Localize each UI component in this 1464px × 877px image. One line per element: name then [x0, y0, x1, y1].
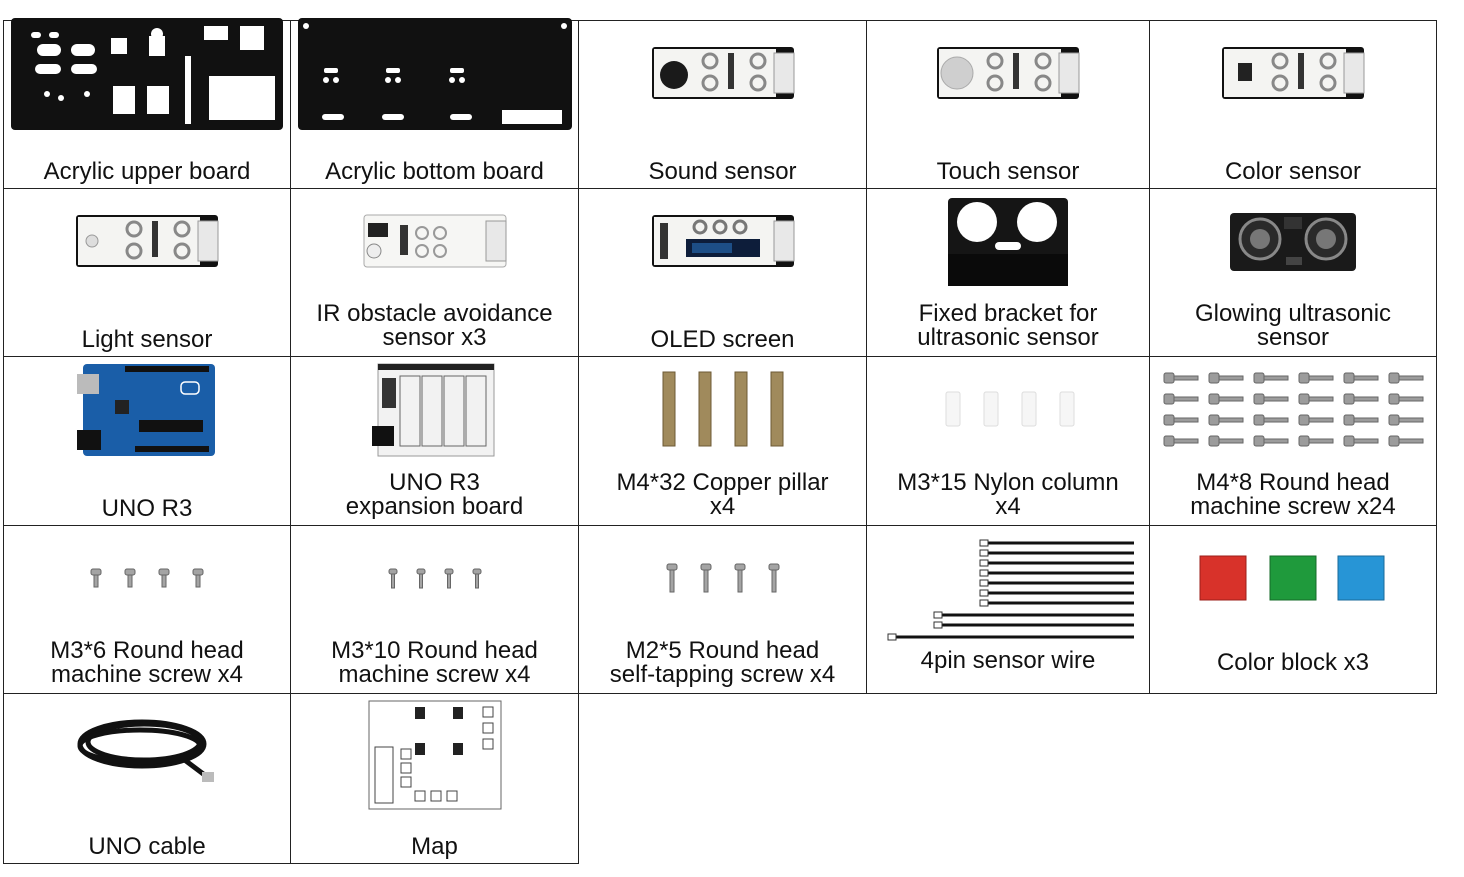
m4-screws-image — [1150, 357, 1436, 463]
m3x10-screws-image — [291, 526, 578, 631]
uno-cable-image — [4, 694, 290, 801]
part-cell-ultrasonic-sensor: Glowing ultrasonic sensor — [1149, 188, 1437, 357]
part-label: OLED screen — [650, 326, 795, 353]
part-cell-acrylic-bottom-board: Acrylic bottom board — [290, 17, 579, 189]
part-label: M4*8 Round head machine screw x24 — [1190, 469, 1396, 520]
part-cell-map: Map — [290, 693, 579, 864]
part-cell-color-sensor: Color sensor — [1149, 20, 1437, 189]
part-label: Color sensor — [1224, 158, 1362, 185]
part-label: Acrylic bottom board — [325, 158, 544, 185]
color-block-image — [1150, 526, 1436, 631]
part-cell-expansion-board: UNO R3 expansion board — [290, 356, 579, 526]
part-cell-bracket: Fixed bracket for ultrasonic sensor — [866, 188, 1150, 357]
part-label: Acrylic upper board — [43, 158, 251, 185]
map-image — [291, 694, 578, 815]
part-cell-uno-cable: UNO cable — [3, 693, 291, 864]
part-cell-acrylic-upper-board: Acrylic upper board — [3, 17, 291, 189]
uno-r3-image — [4, 357, 290, 463]
part-cell-uno-r3: UNO R3 — [3, 356, 291, 526]
part-cell-light-sensor: Light sensor — [3, 188, 291, 357]
part-label: M2*5 Round head self-tapping screw x4 — [609, 637, 836, 688]
m3x6-screws-image — [4, 526, 290, 631]
part-cell-m2-screws: M2*5 Round head self-tapping screw x4 — [578, 525, 867, 694]
part-label: M3*6 Round head machine screw x4 — [50, 637, 244, 688]
part-label: Glowing ultrasonic sensor — [1194, 300, 1392, 351]
part-label: UNO cable — [88, 833, 206, 860]
part-label: Sound sensor — [648, 158, 797, 185]
m2-screws-image — [579, 526, 866, 631]
part-label: UNO R3 — [101, 495, 193, 522]
ultrasonic-sensor-image — [1150, 189, 1436, 294]
part-label: Touch sensor — [936, 158, 1080, 185]
part-cell-m4-screws: M4*8 Round head machine screw x24 — [1149, 356, 1437, 526]
part-cell-oled-screen: OLED screen — [578, 188, 867, 357]
sound-sensor-image — [579, 21, 866, 126]
bracket-image — [867, 189, 1149, 294]
part-cell-m3x6-screws: M3*6 Round head machine screw x4 — [3, 525, 291, 694]
color-sensor-image — [1150, 21, 1436, 126]
part-cell-copper-pillar: M4*32 Copper pillar x4 — [578, 356, 867, 526]
acrylic-upper-board-image — [4, 17, 290, 130]
oled-screen-image — [579, 189, 866, 294]
part-cell-m3x10-screws: M3*10 Round head machine screw x4 — [290, 525, 579, 694]
part-label: M3*15 Nylon column x4 — [897, 469, 1119, 520]
touch-sensor-image — [867, 21, 1149, 126]
part-label: UNO R3 expansion board — [345, 469, 524, 520]
part-label: Map — [411, 833, 458, 860]
ir-sensor-image — [291, 189, 578, 294]
part-cell-ir-sensor: IR obstacle avoidance sensor x3 — [290, 188, 579, 357]
part-label: IR obstacle avoidance sensor x3 — [316, 300, 553, 351]
part-cell-nylon-column: M3*15 Nylon column x4 — [866, 356, 1150, 526]
nylon-column-image — [867, 357, 1149, 463]
part-cell-color-block: Color block x3 — [1149, 525, 1437, 694]
part-cell-touch-sensor: Touch sensor — [866, 20, 1150, 189]
part-label: M3*10 Round head machine screw x4 — [331, 637, 538, 688]
part-label: Fixed bracket for ultrasonic sensor — [917, 300, 1099, 351]
acrylic-bottom-board-image — [291, 17, 578, 130]
copper-pillar-image — [579, 357, 866, 463]
sensor-wire-image — [867, 526, 1149, 653]
light-sensor-image — [4, 189, 290, 294]
part-label: M4*32 Copper pillar x4 — [616, 469, 829, 520]
expansion-board-image — [291, 357, 578, 463]
part-cell-sensor-wire: 4pin sensor wire — [866, 525, 1150, 694]
part-label: Light sensor — [81, 326, 213, 353]
part-label: 4pin sensor wire — [920, 647, 1096, 674]
part-label: Color block x3 — [1216, 649, 1370, 676]
part-cell-sound-sensor: Sound sensor — [578, 20, 867, 189]
